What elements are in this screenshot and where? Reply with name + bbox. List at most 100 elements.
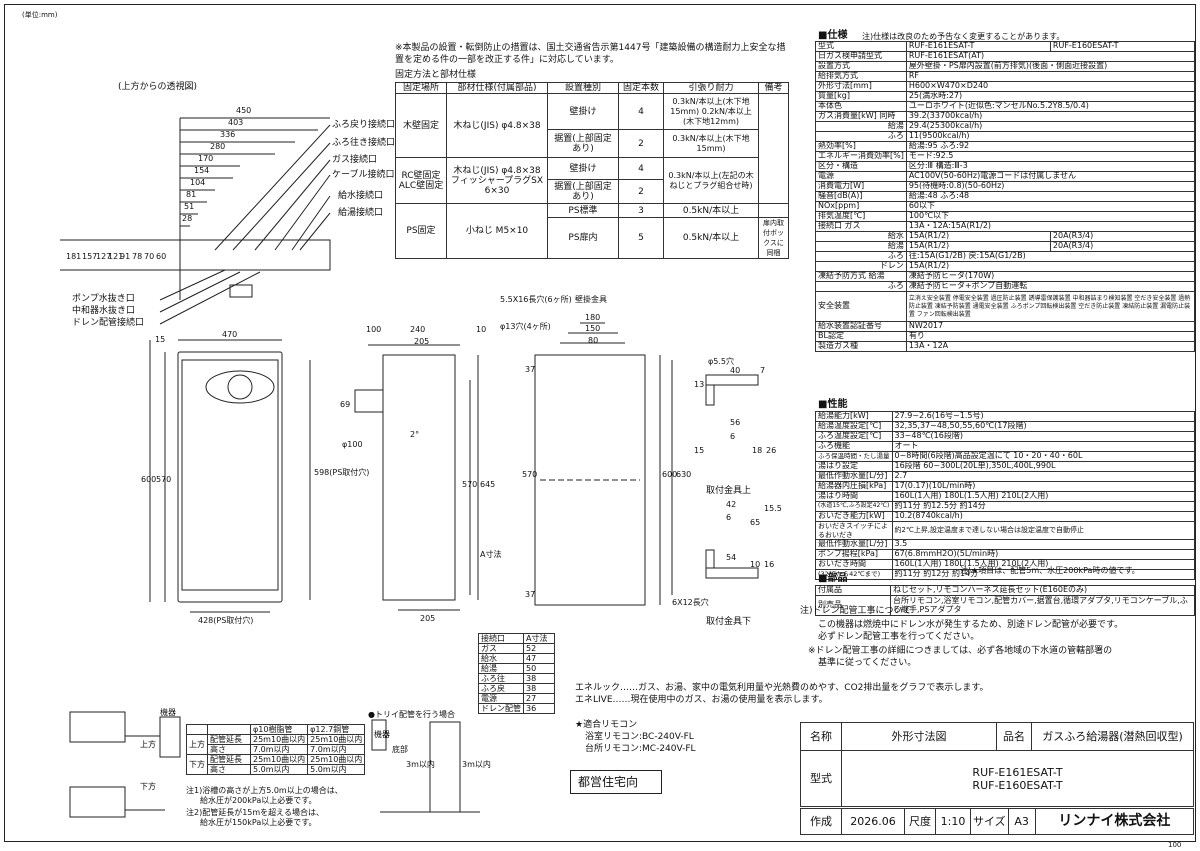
label-furo-out: ふろ往き接続口 [332,138,396,148]
perf-key: ふろ保温時間・たし湯量 [815,451,893,462]
bracket-dim: 15 [694,446,705,455]
spec-value: 100℃以下 [905,211,1196,222]
bracket-dim: 40 [730,366,741,375]
spec-value: 25(満水時:27) [905,91,1196,102]
pipe-cell: 下方 [186,754,208,775]
tb-scale: 1:10 [935,808,971,835]
perf-key: 最低作動水量[L/分] [815,539,893,550]
perf-value: 27.9~2.6(16号~1.5号) [891,411,1195,422]
fixing-cell: 4 [618,157,664,180]
perf-key: おいだき時間 [815,559,893,570]
pipe-cell: 7.0m以内 [249,744,309,755]
front-h570: 570 [156,475,172,484]
fixing-header: 備考 [758,82,789,94]
perf-key: ポンプ揚程[kPa] [815,549,893,560]
perf-key: 給湯器内圧損[kPa] [815,481,893,492]
pipe-cell: 25m10曲以内 [307,754,366,765]
back-hole: φ13穴(4ヶ所) [500,322,551,331]
a-cell: 47 [523,653,555,664]
a-cell: 52 [523,643,555,654]
spec-value: RUF-E161ESAT-T [905,41,1051,52]
fixing-cell: 木壁固定 [395,93,447,158]
bracket-dim: 15.5 [764,504,782,513]
spec-value: RUF-E161ESAT(AT) [905,51,1196,62]
sheet-border [4,4,1196,842]
parts-value: 台所リモコン,浴室リモコン,配管カバー,据置台,循環アダプタ,リモコンケーブル,… [890,595,1195,616]
bracket-dim: 16 [764,560,775,569]
bracket-dim: 7 [760,366,766,375]
spec-key: 安全装置 [815,291,907,322]
bracket-lower-label: 取付金具下 [706,617,752,627]
spec-value: 屋外壁掛・PS扉内設置(前方排気)(後面・側面近接設置) [905,61,1196,72]
a-header: A寸法 [523,633,555,644]
spec-value: 20A(R3/4) [1049,241,1196,252]
remote-kitchen: 台所リモコン:MC-240V-FL [585,744,696,754]
label-cable: ケーブル接続口 [332,170,395,180]
fixing-cell: 5 [618,217,664,259]
perf-key: (水道15℃,ふろ設定42℃) [815,501,893,512]
dim-51: 51 [184,202,195,211]
front-h600: 600 [141,475,157,484]
spec-value: 凍結予防ヒータ(170W) [905,271,1196,282]
vdim: 78 [132,252,143,261]
front-ps-height: 598(PS取付穴) [314,468,370,477]
spec-value: 給湯:95 ふろ:92 [905,141,1196,152]
back-w150: 150 [585,324,601,333]
side-angle: 2° [410,430,420,439]
target-stamp-text: 都営住宅向 [578,775,639,789]
install-notice: ※本製品の設置・転倒防止の措置は、国土交通省告示第1447号「建築設備の構造耐力… [395,43,786,65]
perf-key: 給湯能力[kW] [815,411,893,422]
back-h37a: 37 [525,365,536,374]
bracket-dim: 6 [730,432,736,441]
dim-336: 336 [220,130,236,139]
perf-title: ■性能 [818,399,848,410]
fixing-header: 部材仕様(付属部品) [446,82,548,94]
pipe-cell: 高さ [207,744,251,755]
tb-scale-label: 尺度 [904,808,936,835]
spec-value: 20A(R3/4) [1049,231,1196,242]
perf-key: 湯はり設定 [815,461,893,472]
pipe-header [207,724,251,735]
tb-product-label: 品名 [996,722,1032,751]
pipe-note1b: 給水圧が200kPa以上必要です。 [200,796,317,805]
spec-key: 電源 [815,171,907,182]
bracket-dim: 26 [766,446,777,455]
side-d10: 10 [476,325,487,334]
side-d100: 100 [366,325,382,334]
pipe-cell: 上方 [186,734,208,755]
spec-value: 有り [905,331,1196,342]
perf-value: 16段階 60~300L(20L単),350L,400L,990L [891,461,1195,472]
fixing-cell: 木ねじ(JIS) φ4.8×38 フィッシャープラグSX 6×30 [446,157,548,204]
spec-value: 13A・12A:15A(R1/2) [905,221,1196,232]
back-slot2: 6X12長穴 [672,598,709,607]
label-gas: ガス接続口 [332,155,378,165]
spec-key: エネルギー消費効率[%] [815,151,907,162]
dim-280: 280 [210,142,226,151]
side-h69: 69 [340,400,351,409]
pipe-cell: 25m10曲以内 [307,734,366,745]
pipe-header: φ10樹脂管 [249,724,309,735]
perf-value: 2.7 [891,471,1195,482]
dim-154: 154 [194,166,210,175]
perf-value: 約11分 約12分 約14分 [891,569,1195,580]
perf-value: 0~8時間(6段階)高品設定温にて 10・20・40・60L [891,451,1195,462]
spec-key: 区分・構造 [815,161,907,172]
vdim: 60 [156,252,167,261]
bracket-dim: 65 [750,518,761,527]
tb-models: RUF-E161ESAT-T RUF-E160ESAT-T [841,750,1194,807]
spec-value: 往:15A(G1/2B) 戻:15A(G1/2B) [905,251,1196,262]
label-furo-return: ふろ戻り接続口 [332,120,396,130]
pipe-header [186,724,208,735]
fixing-cell: PS固定 [395,203,447,259]
fixing-cell: 扉内取付ボックスに同梱 [758,217,789,259]
spec-value: 39.2(33700kcal/h) [905,111,1196,122]
spec-value: 区分:Ⅲ 構造:Ⅲ-3 [905,161,1196,172]
trap-unit: 機器 [374,730,390,739]
fixing-cell: 0.5kN/本以上 [663,217,759,259]
pipe-cell: 7.0m以内 [307,744,366,755]
spec-key: 給水装置認証番号 [815,321,907,332]
vdim: 127 [96,252,112,261]
pipe-cell: 25m10曲以内 [249,734,309,745]
spec-key: 接続口 ガス [815,221,907,232]
